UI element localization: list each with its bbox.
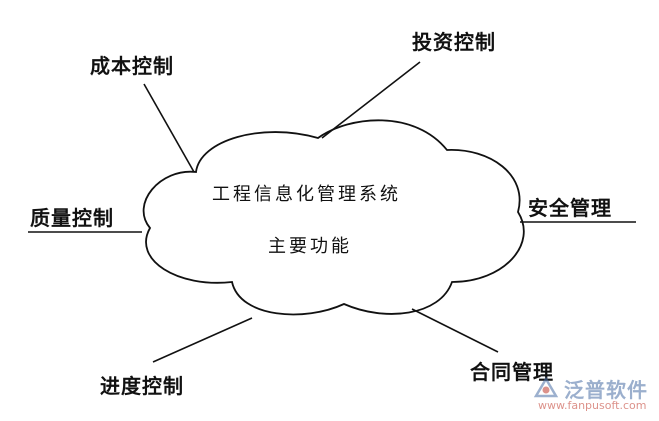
connector-contract (411, 308, 499, 353)
node-safety-management: 安全管理 (528, 196, 612, 220)
cloud-title-line1: 工程信息化管理系统 (212, 184, 401, 205)
watermark-brand: 泛普软件 (564, 378, 648, 402)
connector-cost (143, 83, 195, 173)
node-cost-control: 成本控制 (90, 54, 174, 78)
node-investment-control: 投资控制 (412, 30, 496, 54)
cloud-shape (142, 119, 525, 316)
watermark-url: www.fanpusoft.com (538, 399, 647, 412)
connector-investment (321, 61, 421, 139)
node-progress-control: 进度控制 (100, 374, 184, 398)
watermark: 泛普软件 www.fanpusoft.com (528, 372, 652, 418)
connector-progress (152, 317, 253, 363)
node-quality-control: 质量控制 (30, 206, 114, 230)
brand-logo-icon (533, 376, 559, 398)
cloud-title-line2: 主要功能 (268, 236, 352, 257)
node-contract-management: 合同管理 (470, 360, 554, 384)
